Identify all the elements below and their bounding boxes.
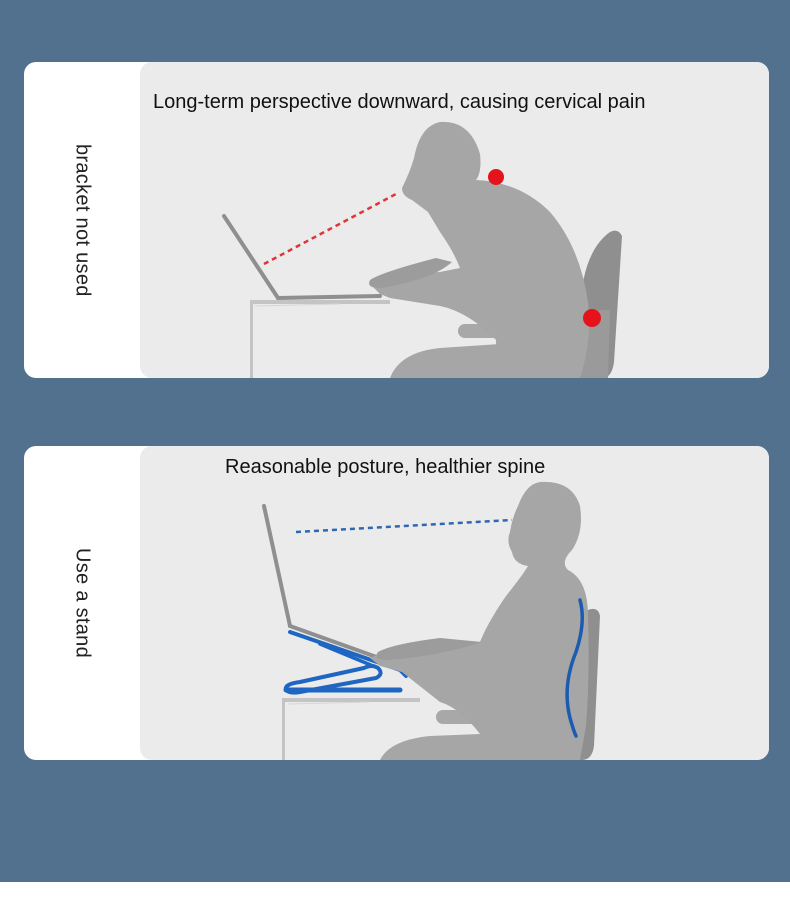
illustration-scene: Long-term perspective downward, causing … (140, 62, 769, 378)
illustration-scene: Reasonable posture, healthier spine (140, 446, 769, 760)
desk-icon (250, 300, 390, 378)
sightline-red (263, 192, 397, 266)
spine-curve-icon (565, 598, 584, 738)
person-upright-icon (370, 481, 589, 760)
lower-back-pain-marker-icon (583, 309, 601, 327)
side-label-box: bracket not used (24, 62, 140, 378)
desk-icon (282, 698, 420, 760)
side-label-box: Use a stand (24, 446, 140, 760)
panel-caption: Long-term perspective downward, causing … (153, 91, 646, 113)
comparison-panel-with-stand: Use a stand (24, 446, 769, 760)
panel-caption: Reasonable posture, healthier spine (225, 456, 546, 478)
side-label: bracket not used (71, 143, 94, 297)
side-label: Use a stand (71, 547, 94, 659)
posture-illustration (262, 481, 600, 760)
person-hunched-icon (369, 121, 589, 378)
posture-illustration (222, 121, 622, 378)
neck-pain-marker-icon (488, 169, 504, 185)
laptop-on-desk-icon (222, 214, 382, 300)
sightline-blue (295, 518, 513, 534)
comparison-panel-without-stand: bracket not used (24, 62, 769, 378)
laptop-on-stand-icon (262, 504, 398, 666)
